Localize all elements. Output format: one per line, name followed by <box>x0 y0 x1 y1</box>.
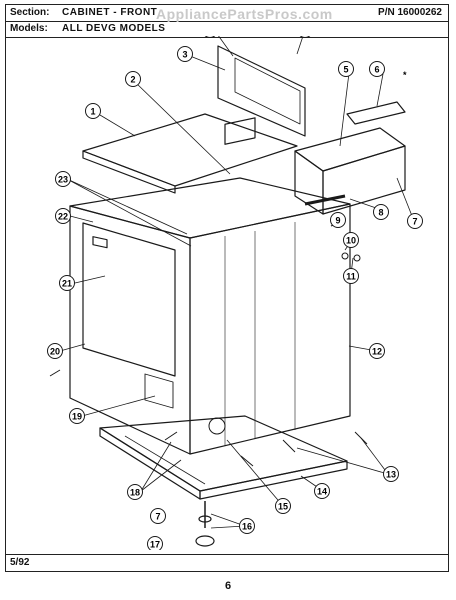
section-header-row: Section: CABINET - FRONT AppliancePartsP… <box>6 5 448 22</box>
svg-text:14: 14 <box>317 487 327 497</box>
callout-7-top: 7 <box>407 213 423 229</box>
callout-17: 17 <box>147 536 163 550</box>
seal-strip <box>304 194 346 206</box>
callout-19: 19 <box>69 408 85 424</box>
svg-text:7: 7 <box>155 512 160 522</box>
svg-text:9: 9 <box>335 216 340 226</box>
callout-7-bottom: 7 <box>150 508 166 524</box>
svg-text:3: 3 <box>182 50 187 60</box>
callout-4a: 4 <box>204 36 216 38</box>
exploded-cabinet-drawing: 1 2 3 4 4 5 6 7 8 9 10 11 12 13 14 15 16… <box>47 36 423 550</box>
door-panel <box>82 222 176 409</box>
svg-text:21: 21 <box>62 279 72 289</box>
callout-23: 23 <box>55 171 71 187</box>
parts-diagram-frame: Section: CABINET - FRONT AppliancePartsP… <box>5 4 449 572</box>
callouts: 1 2 3 4 4 5 6 7 8 9 10 11 12 13 14 15 16… <box>47 36 423 550</box>
callout-6: 6 <box>369 61 385 77</box>
callout-4b: 4 <box>299 36 311 38</box>
callout-14: 14 <box>314 483 330 499</box>
callout-12: 12 <box>369 343 385 359</box>
svg-text:11: 11 <box>346 272 356 282</box>
svg-text:17: 17 <box>150 540 160 550</box>
callout-8: 8 <box>373 204 389 220</box>
svg-text:19: 19 <box>72 412 82 422</box>
top-lid <box>82 113 298 194</box>
svg-text:13: 13 <box>386 470 396 480</box>
screws <box>49 220 368 467</box>
nameplate-part <box>346 101 406 125</box>
models-value: ALL DEVG MODELS <box>62 23 166 34</box>
svg-text:23: 23 <box>58 175 68 185</box>
callout-15: 15 <box>275 498 291 514</box>
callout-10: 10 <box>343 232 359 248</box>
callout-5: 5 <box>338 61 354 77</box>
svg-text:22: 22 <box>58 212 68 222</box>
cabinet-body <box>69 177 351 455</box>
models-header-row: Models: ALL DEVG MODELS <box>6 21 448 38</box>
svg-text:8: 8 <box>378 208 383 218</box>
svg-text:7: 7 <box>412 217 417 227</box>
svg-text:16: 16 <box>242 522 252 532</box>
svg-text:1: 1 <box>90 107 95 117</box>
callout-21: 21 <box>59 275 75 291</box>
callout-22: 22 <box>55 208 71 224</box>
revision-date: 5/92 <box>10 557 30 568</box>
callout-13a: 13 <box>383 466 399 482</box>
svg-text:12: 12 <box>372 347 382 357</box>
svg-text:20: 20 <box>50 347 60 357</box>
section-label: Section: <box>10 7 50 18</box>
svg-text:10: 10 <box>346 236 356 246</box>
callout-11: 11 <box>343 268 359 284</box>
svg-text:15: 15 <box>278 502 288 512</box>
svg-text:5: 5 <box>343 65 348 75</box>
leveling-leg <box>195 501 215 547</box>
base-frame <box>99 415 348 500</box>
svg-text:18: 18 <box>130 488 140 498</box>
page-number: 6 <box>224 580 232 592</box>
models-label: Models: <box>10 23 48 34</box>
watermark: AppliancePartsPros.com <box>156 6 333 22</box>
asterisk-note: * <box>403 70 407 80</box>
footer-divider <box>6 554 448 555</box>
svg-text:2: 2 <box>130 75 135 85</box>
part-number: P/N 16000262 <box>378 7 442 18</box>
hinge-bracket <box>224 117 256 145</box>
callout-leaders <box>59 36 415 529</box>
callout-3: 3 <box>177 46 193 62</box>
callout-20: 20 <box>47 343 63 359</box>
callout-1: 1 <box>85 103 101 119</box>
callout-2: 2 <box>125 71 141 87</box>
callout-16: 16 <box>239 518 255 534</box>
svg-text:6: 6 <box>374 65 379 75</box>
callout-18: 18 <box>127 484 143 500</box>
section-value: CABINET - FRONT <box>62 7 158 18</box>
callout-9: 9 <box>330 212 346 228</box>
